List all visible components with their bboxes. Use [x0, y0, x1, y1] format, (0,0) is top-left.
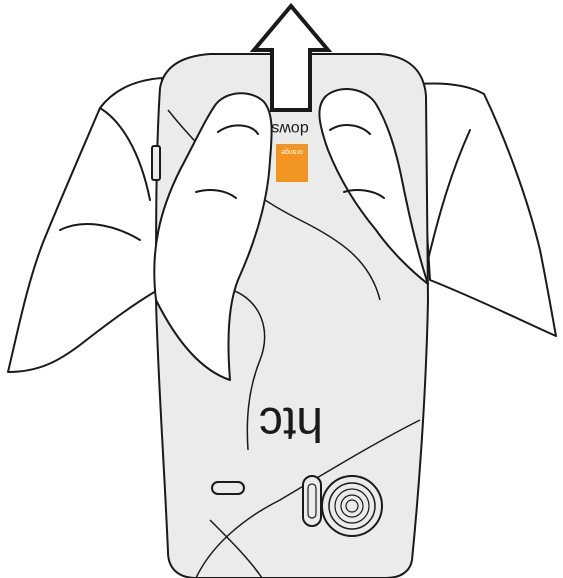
htc-logo: htc [259, 397, 323, 450]
right-hand [418, 83, 556, 336]
os-partial-text: dows [271, 120, 308, 137]
side-button [152, 146, 160, 180]
left-hand [8, 78, 162, 372]
carrier-sticker-label: orange [281, 148, 303, 155]
camera-lens [322, 476, 382, 536]
carrier-sticker: orange [276, 144, 308, 182]
speaker-slot [212, 482, 244, 494]
